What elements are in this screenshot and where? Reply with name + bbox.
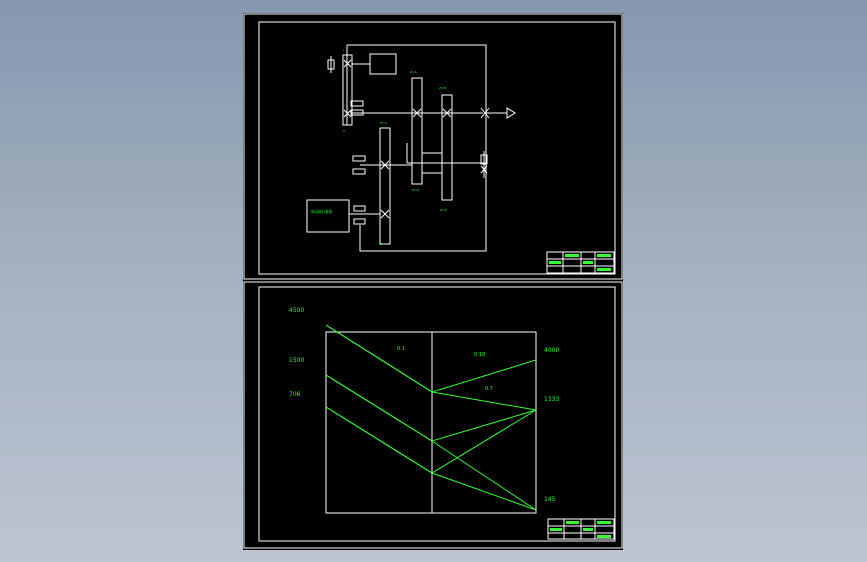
- bearing-symbol: [353, 218, 366, 225]
- label-gear-c: Z=C: [380, 121, 387, 125]
- label-gear-d: Z=D: [412, 188, 420, 192]
- top-sheet: 电动机 电机 I II Z=A Z=B Z=C Z=D Z=E Z=: [243, 13, 623, 280]
- speed-ray-4: [325, 374, 537, 511]
- label-gear-e: Z=E: [440, 208, 447, 212]
- speed-label-left-low: 706: [289, 391, 301, 398]
- gear-cross: [442, 108, 452, 118]
- speed-label-left-top: 4500: [289, 307, 304, 314]
- speed-ray-3: [325, 374, 537, 442]
- gear-block-c: [441, 94, 453, 201]
- gear-block-a: [411, 77, 423, 185]
- speed-label-right-low: 145: [544, 496, 556, 503]
- motor-unit-box: [306, 199, 350, 233]
- motor-body: [369, 53, 397, 75]
- ratio-label-2: 0.18: [474, 352, 485, 358]
- bearing-symbol: [352, 168, 366, 175]
- speed-label-right-top: 4000: [544, 347, 559, 354]
- gear-cross: [343, 59, 352, 68]
- speed-diagram-frame: [325, 331, 537, 514]
- label-gear-b: Z=B: [439, 86, 446, 90]
- cad-drawing: 电动机 电机 I II Z=A Z=B Z=C Z=D Z=E Z=: [243, 13, 623, 549]
- label-lower-gear: Z=: [380, 242, 385, 246]
- drawing-canvas: 电动机 电机 I II Z=A Z=B Z=C Z=D Z=E Z=: [243, 13, 623, 550]
- gear-cross: [380, 209, 390, 219]
- speed-ray-6: [325, 406, 537, 511]
- label-gear-a: Z=A: [410, 70, 418, 74]
- bottom-sheet-inner-border: [258, 286, 616, 542]
- output-bearing: [480, 107, 490, 119]
- speed-label-right-mid: 1333: [544, 396, 559, 403]
- output-arrow-icon: [506, 107, 516, 119]
- bearing-symbol: [352, 155, 366, 162]
- ratio-label-3: 0.7: [485, 386, 493, 392]
- speed-rays: [325, 324, 537, 511]
- bearing-symbol: [353, 205, 366, 212]
- speed-ray-1: [325, 324, 537, 393]
- bearing-cross: [480, 165, 488, 174]
- label-shaft-1: I: [343, 48, 344, 52]
- gear-cross: [412, 108, 422, 118]
- top-sheet-outer-border: [243, 13, 623, 280]
- ratio-label-1: 0.1: [397, 346, 405, 352]
- speed-ray-2: [325, 324, 537, 411]
- top-title-block: [546, 251, 615, 274]
- gearbox-frame: [347, 44, 487, 252]
- motor-unit-label: 电动机 电机: [311, 208, 332, 214]
- bottom-sheet-outer-border: [243, 281, 623, 549]
- gear-cross: [343, 109, 352, 118]
- gear-block-d: [379, 127, 391, 245]
- speed-label-left-mid: 1500: [289, 357, 304, 364]
- top-sheet-inner-border: [258, 21, 616, 275]
- label-shaft-2: II: [343, 129, 345, 133]
- gear-shaft-1: [342, 54, 353, 126]
- bottom-title-block: [547, 518, 615, 540]
- bottom-sheet: 4500 1500 706 4000 1333 145 0.1 0.18 0.7: [243, 281, 623, 549]
- bearing-symbol: [350, 100, 364, 107]
